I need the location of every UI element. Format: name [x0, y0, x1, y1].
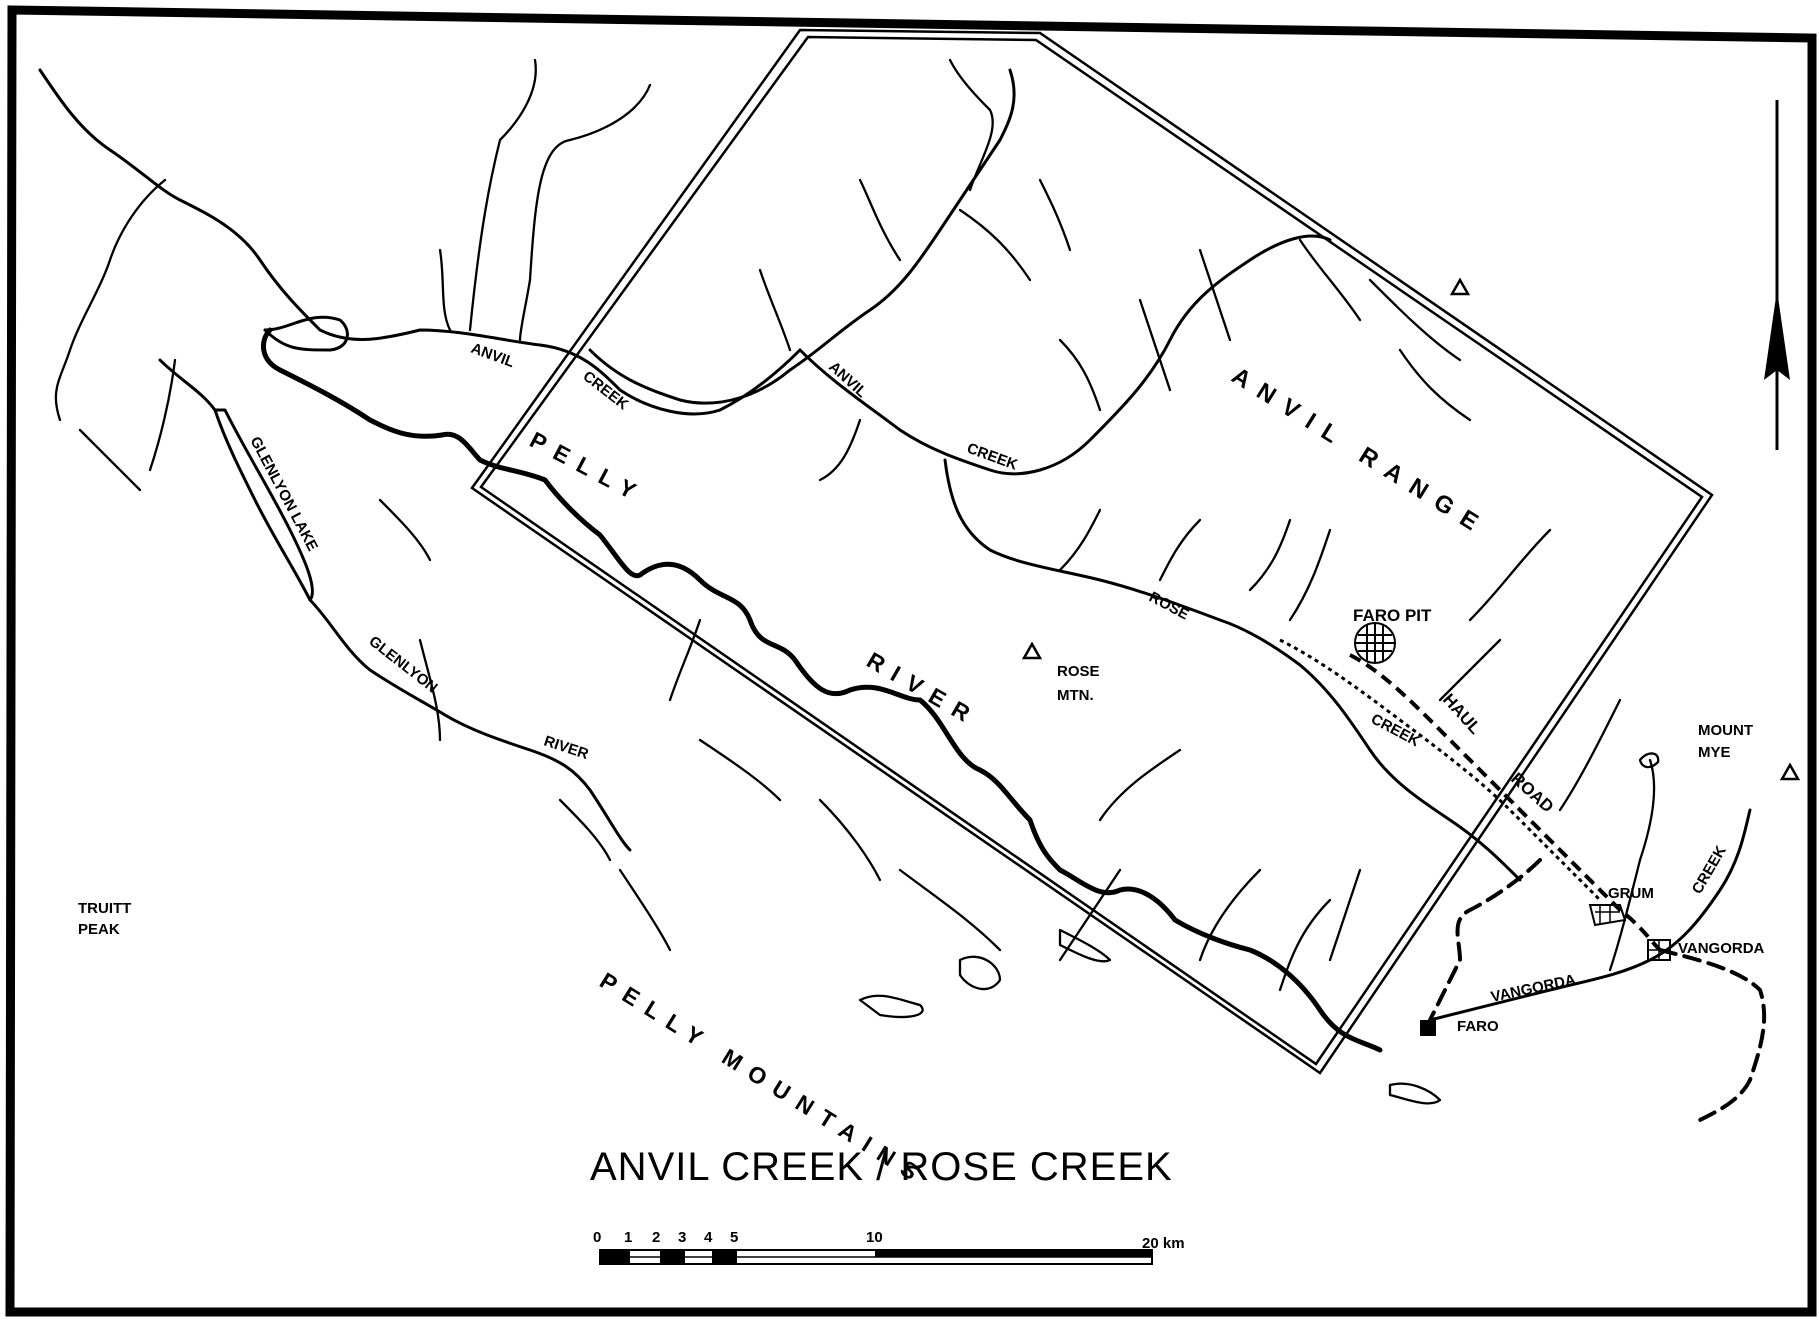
label-north: N	[1768, 360, 1785, 371]
grum-pit-icon	[1588, 904, 1627, 927]
pelly-oxbow	[263, 315, 349, 352]
label-glenlyon-lake: GLENLYON LAKE	[246, 434, 321, 554]
scale-tick-1: 1	[624, 1229, 632, 1246]
scale-tick-0: 0	[593, 1229, 601, 1246]
scale-tick-20: 20 km	[1142, 1235, 1185, 1252]
rose-creek	[943, 458, 1522, 882]
label-rose-mtn-2: MTN.	[1057, 687, 1094, 704]
tributaries	[54, 58, 1622, 992]
label-haul-road-1: HAUL	[1439, 690, 1485, 738]
label-rose-creek-1: ROSE	[1146, 589, 1192, 624]
label-pelly-river-2: RIVER	[863, 647, 985, 732]
glenlyon-west	[158, 358, 217, 412]
label-faro: FARO	[1457, 1018, 1499, 1035]
label-anvil-creek-2a: ANVIL	[825, 358, 870, 401]
label-anvil-creek-1b: CREEK	[580, 368, 632, 414]
vangorda-pit-icon	[1647, 939, 1671, 961]
label-faro-pit: FARO PIT	[1353, 606, 1432, 625]
pelly-loop	[260, 327, 445, 439]
haul-road-dotted	[1279, 638, 1602, 902]
scale-tick-4: 4	[704, 1229, 713, 1246]
scale-bar	[599, 1249, 1153, 1265]
label-mount-mye-2: MYE	[1698, 744, 1731, 761]
label-vangorda-creek-1: VANGORDA	[1489, 971, 1577, 1006]
scale-tick-3: 3	[678, 1229, 686, 1246]
label-glenlyon-river-1: GLENLYON	[366, 633, 441, 697]
east-road	[1658, 948, 1767, 1122]
faro-town-icon	[1420, 1020, 1436, 1036]
scale-tick-10: 10	[866, 1229, 883, 1246]
faro-pit-icon	[1354, 622, 1396, 664]
label-anvil-creek-1a: ANVIL	[469, 340, 517, 371]
label-vangorda: VANGORDA	[1678, 940, 1765, 957]
access-road	[1428, 858, 1542, 1022]
scale-tick-5: 5	[730, 1229, 738, 1246]
label-glenlyon-river-2: RIVER	[542, 733, 591, 763]
label-rose-mtn-1: ROSE	[1057, 663, 1100, 680]
north-arrow-icon	[1764, 100, 1790, 450]
label-vangorda-creek-2: CREEK	[1689, 843, 1730, 897]
haul-road	[1349, 653, 1662, 952]
grum-creek	[1608, 758, 1656, 972]
label-grum: GRUM	[1608, 885, 1654, 902]
peak-icons	[1021, 277, 1801, 781]
glenlyon-river	[308, 598, 632, 852]
pelly-river	[439, 431, 1383, 1053]
map-title: ANVIL CREEK / ROSE CREEK	[590, 1145, 1173, 1189]
anvil-creek	[588, 68, 1016, 405]
lakes	[858, 752, 1660, 1105]
label-haul-road-2: ROAD	[1507, 769, 1557, 817]
label-truitt-peak-1: TRUITT	[78, 900, 131, 917]
label-pelly-river-1: PELLY	[526, 426, 650, 509]
label-anvil-range: ANVIL RANGE	[1227, 362, 1493, 542]
pelly-river-west	[38, 68, 802, 416]
label-rose-creek-2: CREEK	[1368, 711, 1422, 751]
scale-tick-2: 2	[652, 1229, 660, 1246]
anvil-creek-lower	[798, 234, 1332, 476]
study-area-frame	[470, 28, 1714, 1075]
label-truitt-peak-2: PEAK	[78, 921, 120, 938]
label-anvil-creek-2b: CREEK	[965, 440, 1020, 474]
label-mount-mye-1: MOUNT	[1698, 722, 1753, 739]
map-border	[5, 5, 1817, 1317]
scale-ticks: 0 1 2 3 4 5 10 20 km	[593, 1229, 1185, 1252]
